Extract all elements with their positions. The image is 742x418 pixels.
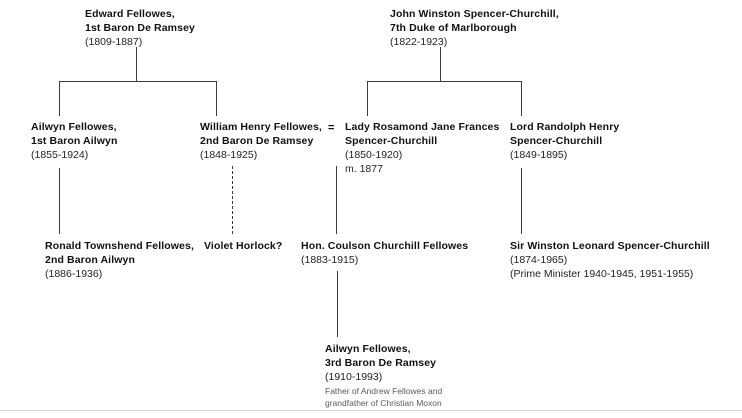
person-name-line-1: John Winston Spencer-Churchill,: [390, 8, 559, 20]
person-dates: (1822-1923): [390, 35, 448, 48]
connector-edward-children-bar: [59, 81, 217, 82]
person-william-henry-fellowes: William Henry Fellowes, 2nd Baron De Ram…: [200, 121, 322, 163]
person-dates: (1886-1936): [45, 267, 103, 280]
connector-coulson-to-ailwyn3rd: [337, 271, 338, 337]
person-name-line-2: 2nd Baron Ailwyn: [45, 253, 135, 266]
person-dates: (1850-1920): [345, 148, 403, 161]
person-marriage-year: m. 1877: [345, 162, 383, 175]
connector-ailwyn1st-to-ronald: [59, 168, 60, 234]
connector-drop-to-william-henry: [216, 81, 217, 116]
person-dates: (1848-1925): [200, 148, 258, 161]
person-ailwyn-fellowes-3rd-baron-de-ramsey: Ailwyn Fellowes, 3rd Baron De Ramsey (19…: [325, 343, 442, 409]
person-name-line-1: Violet Horlock?: [204, 240, 283, 252]
person-dates: (1809-1887): [85, 35, 143, 48]
connector-drop-to-lord-randolph: [521, 81, 522, 116]
person-john-winston-spencer-churchill: John Winston Spencer-Churchill, 7th Duke…: [390, 8, 559, 50]
person-ailwyn-fellowes-1st-baron-ailwyn: Ailwyn Fellowes, 1st Baron Ailwyn (1855-…: [31, 121, 117, 163]
person-coulson-churchill-fellowes: Hon. Coulson Churchill Fellowes (1883-19…: [301, 240, 468, 268]
marriage-equals-sign: =: [328, 122, 335, 134]
person-name-line-1: William Henry Fellowes,: [200, 121, 322, 133]
person-edward-fellowes: Edward Fellowes, 1st Baron De Ramsey (18…: [85, 8, 195, 50]
connector-randolph-to-winston: [521, 168, 522, 234]
person-name-line-1: Lord Randolph Henry: [510, 121, 620, 133]
person-ronald-townshend-fellowes: Ronald Townshend Fellowes, 2nd Baron Ail…: [45, 240, 194, 282]
bottom-divider: [0, 410, 742, 411]
person-winston-churchill: Sir Winston Leonard Spencer-Churchill (1…: [510, 240, 710, 282]
person-name-line-2: Spencer-Churchill: [510, 134, 603, 147]
person-name-line-1: Ronald Townshend Fellowes,: [45, 240, 194, 252]
person-office-note: (Prime Minister 1940-1945, 1951-1955): [510, 267, 694, 280]
person-descendant-note-line-2: grandfather of Christian Moxon: [325, 397, 442, 408]
person-lady-rosamond-spencer-churchill: Lady Rosamond Jane Frances Spencer-Churc…: [345, 121, 499, 176]
person-name-line-1: Sir Winston Leonard Spencer-Churchill: [510, 240, 710, 252]
person-dates: (1883-1915): [301, 253, 359, 266]
connector-edward-stem: [136, 47, 137, 81]
connector-rosamond-to-coulson: [336, 166, 337, 234]
person-name-line-2: 7th Duke of Marlborough: [390, 21, 517, 34]
person-lord-randolph-spencer-churchill: Lord Randolph Henry Spencer-Churchill (1…: [510, 121, 619, 163]
person-dates: (1855-1924): [31, 148, 89, 161]
person-violet-horlock: Violet Horlock?: [204, 240, 282, 254]
connector-john-children-bar: [367, 81, 522, 82]
person-name-line-2: Spencer-Churchill: [345, 134, 438, 147]
connector-drop-to-ailwyn-1st: [59, 81, 60, 116]
person-name-line-1: Ailwyn Fellowes,: [31, 121, 117, 133]
connector-john-stem: [440, 47, 441, 81]
person-dates: (1849-1895): [510, 148, 568, 161]
person-name-line-2: 2nd Baron De Ramsey: [200, 134, 314, 147]
person-name-line-1: Ailwyn Fellowes,: [325, 343, 411, 355]
person-descendant-note-line-1: Father of Andrew Fellowes and: [325, 385, 443, 396]
person-name-line-1: Edward Fellowes,: [85, 8, 175, 20]
connector-drop-to-lady-rosamond: [367, 81, 368, 116]
person-name-line-1: Lady Rosamond Jane Frances: [345, 121, 500, 133]
person-name-line-2: 3rd Baron De Ramsey: [325, 356, 437, 369]
person-dates: (1910-1993): [325, 370, 383, 383]
person-name-line-2: 1st Baron Ailwyn: [31, 134, 118, 147]
person-name-line-2: 1st Baron De Ramsey: [85, 21, 195, 34]
person-dates: (1874-1965): [510, 253, 568, 266]
person-name-line-1: Hon. Coulson Churchill Fellowes: [301, 240, 469, 252]
connector-william-to-violet-uncertain: [232, 166, 233, 234]
